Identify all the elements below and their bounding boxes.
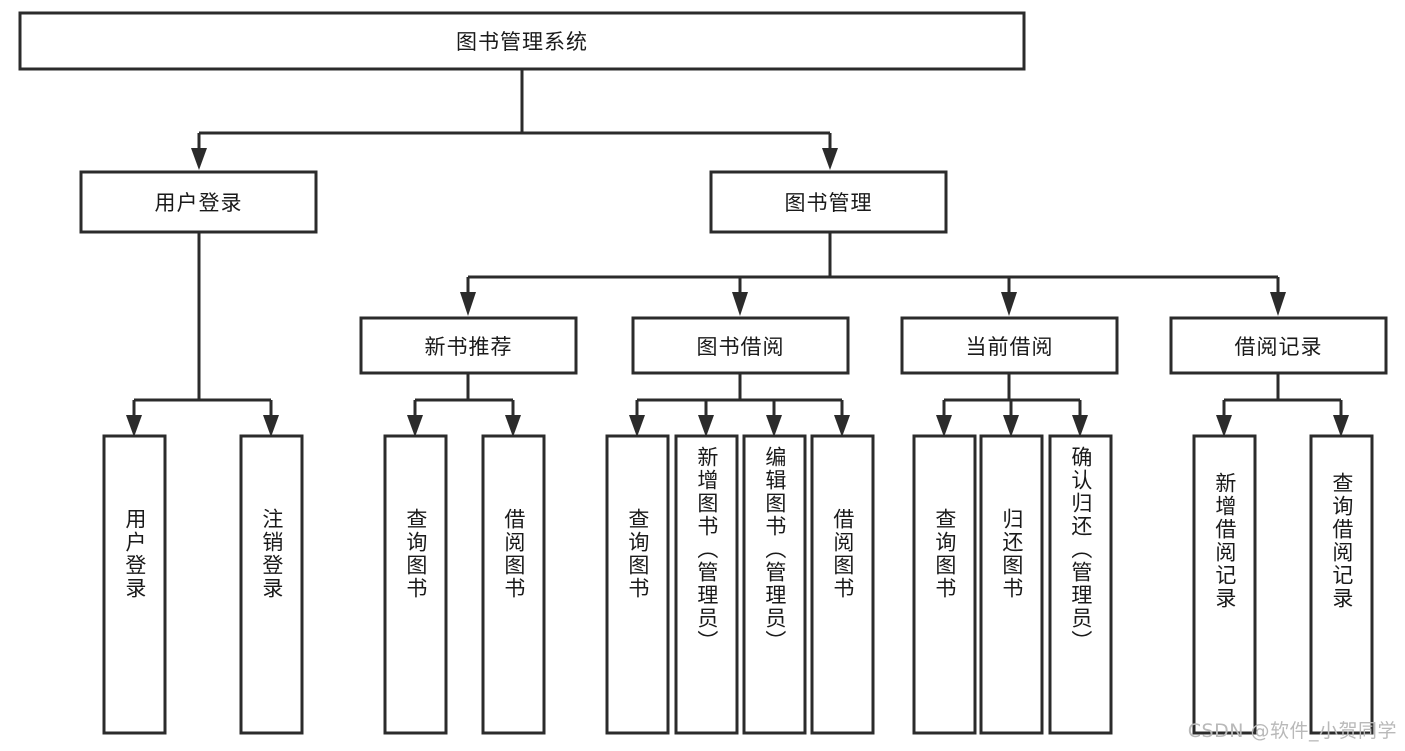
- arrow-to-user-login: [191, 148, 207, 170]
- arrow-leaf-newbook-1: [505, 415, 521, 437]
- leaf-currentborrow-2-labelbox: 确认归还（管理员）: [1050, 436, 1111, 733]
- leaf-bookborrow-2-labelbox: 编辑图书（管理员）: [744, 436, 805, 733]
- leaf-currentborrow-2-label: 确认归还（管理员）: [1068, 446, 1093, 653]
- arrow-leaf-bookborrow-0: [629, 415, 645, 437]
- leaf-bookborrow-1-label: 新增图书（管理员）: [694, 446, 719, 653]
- arrow-to-current-borrow: [1001, 292, 1017, 316]
- arrow-leaf-newbook-0: [407, 415, 423, 437]
- leaf-newbook-0-label: 查询图书: [403, 508, 428, 600]
- leaf-currentborrow-0[interactable]: [912, 434, 977, 735]
- leaf-newbook-0-labelbox: 查询图书: [385, 436, 446, 733]
- arrow-to-new-book-recommend: [460, 292, 476, 316]
- node-current-borrow[interactable]: [900, 316, 1119, 375]
- arrow-leaf-borrowrecord-0: [1216, 415, 1232, 437]
- leaf-currentborrow-1[interactable]: [979, 434, 1044, 735]
- connector-new-book-recommend-to-leaves: [413, 373, 515, 420]
- arrow-leaf-user-login-0: [126, 415, 142, 437]
- node-user-login[interactable]: [79, 170, 318, 234]
- node-root[interactable]: [18, 11, 1026, 71]
- leaf-bookborrow-2[interactable]: [742, 434, 807, 735]
- leaf-borrowrecord-1-labelbox: 查询借阅记录: [1311, 436, 1372, 733]
- leaf-bookborrow-3-labelbox: 借阅图书: [812, 436, 873, 733]
- node-book-manage[interactable]: [709, 170, 948, 234]
- leaf-user-login-0[interactable]: [102, 434, 167, 735]
- connector-current-borrow-to-leaves: [942, 373, 1082, 420]
- leaf-borrowrecord-1[interactable]: [1309, 434, 1374, 735]
- leaf-newbook-1-labelbox: 借阅图书: [483, 436, 544, 733]
- connector-root-to-level2: [197, 69, 832, 155]
- leaf-newbook-1[interactable]: [481, 434, 546, 735]
- node-book-borrow[interactable]: [631, 316, 850, 375]
- connector-user-login-to-leaves: [132, 232, 273, 420]
- arrow-leaf-currentborrow-2: [1072, 415, 1088, 437]
- arrow-leaf-bookborrow-2: [766, 415, 782, 437]
- leaf-user-login-1-label: 注销登录: [259, 508, 284, 600]
- leaf-user-login-0-labelbox: 用户登录: [104, 436, 165, 733]
- leaf-borrowrecord-0-label: 新增借阅记录: [1212, 472, 1237, 610]
- leaf-bookborrow-0-label: 查询图书: [625, 508, 650, 600]
- leaf-currentborrow-0-label: 查询图书: [932, 508, 957, 600]
- connector-borrow-record-to-leaves: [1222, 373, 1343, 420]
- arrow-leaf-user-login-1: [263, 415, 279, 437]
- leaf-borrowrecord-1-label: 查询借阅记录: [1329, 472, 1354, 610]
- leaf-bookborrow-1-labelbox: 新增图书（管理员）: [676, 436, 737, 733]
- leaf-bookborrow-0-labelbox: 查询图书: [607, 436, 668, 733]
- leaf-user-login-1-labelbox: 注销登录: [241, 436, 302, 733]
- leaf-user-login-0-label: 用户登录: [122, 508, 147, 600]
- leaf-bookborrow-1[interactable]: [674, 434, 739, 735]
- arrow-to-book-borrow: [732, 292, 748, 316]
- leaf-user-login-1[interactable]: [239, 434, 304, 735]
- arrow-leaf-currentborrow-1: [1003, 415, 1019, 437]
- leaf-currentborrow-1-labelbox: 归还图书: [981, 436, 1042, 733]
- csdn-watermark: CSDN @软件_小贺同学: [1187, 720, 1397, 742]
- arrow-leaf-currentborrow-0: [936, 415, 952, 437]
- leaf-currentborrow-0-labelbox: 查询图书: [914, 436, 975, 733]
- leaf-borrowrecord-0-labelbox: 新增借阅记录: [1194, 436, 1255, 733]
- leaf-newbook-1-label: 借阅图书: [501, 508, 526, 600]
- leaf-bookborrow-3-label: 借阅图书: [830, 508, 855, 600]
- node-borrow-record[interactable]: [1169, 316, 1388, 375]
- arrow-to-borrow-record: [1270, 292, 1286, 316]
- arrow-leaf-borrowrecord-1: [1333, 415, 1349, 437]
- leaf-currentborrow-2[interactable]: [1048, 434, 1113, 735]
- connector-book-borrow-to-leaves: [635, 373, 844, 420]
- arrow-leaf-bookborrow-3: [834, 415, 850, 437]
- leaf-bookborrow-3[interactable]: [810, 434, 875, 735]
- arrow-leaf-bookborrow-1: [698, 415, 714, 437]
- leaf-newbook-0[interactable]: [383, 434, 448, 735]
- leaf-bookborrow-0[interactable]: [605, 434, 670, 735]
- leaf-currentborrow-1-label: 归还图书: [999, 508, 1024, 600]
- leaf-borrowrecord-0[interactable]: [1192, 434, 1257, 735]
- arrow-to-book-manage: [822, 148, 838, 170]
- node-new-book-recommend[interactable]: [359, 316, 578, 375]
- connector-book-manage-to-level3: [466, 232, 1280, 297]
- leaf-bookborrow-2-label: 编辑图书（管理员）: [762, 446, 787, 653]
